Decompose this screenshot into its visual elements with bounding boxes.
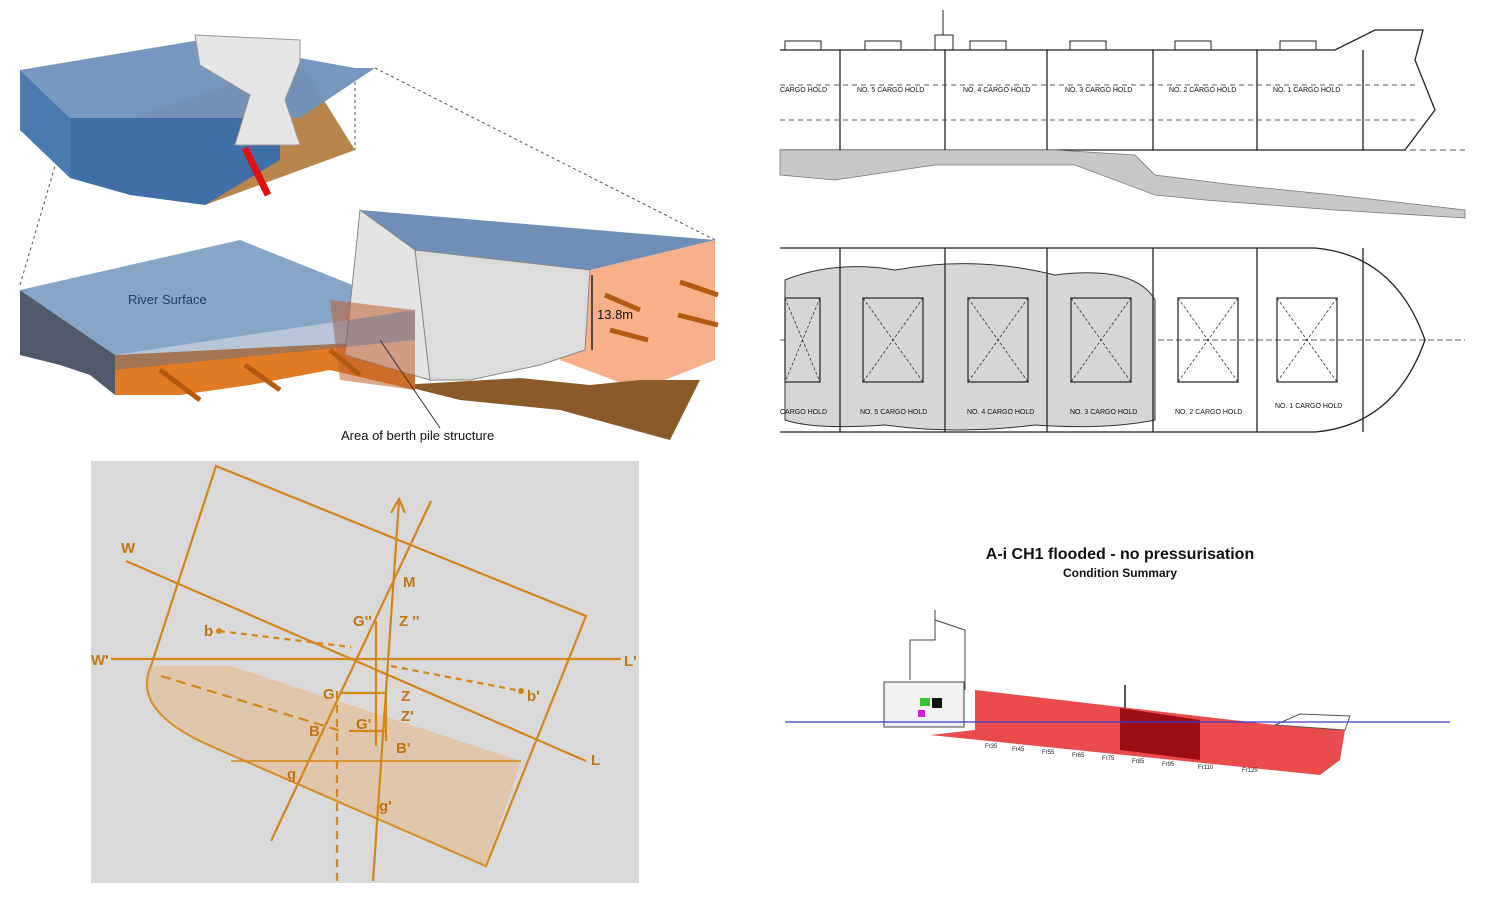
- label-W1: W': [91, 652, 109, 669]
- profile-hold-label: CARGO HOLD: [780, 87, 827, 94]
- label-g: g: [287, 766, 296, 783]
- bow-outline: [1274, 713, 1351, 731]
- plan-hold-label: NO. 5 CARGO HOLD: [860, 409, 927, 416]
- stability-diagram: W W' L L' M G'' Z '' G Z G' Z' B B' b b'…: [91, 464, 637, 883]
- frame-label: Fr75: [1102, 756, 1115, 762]
- black-tank: [932, 698, 942, 708]
- frame-label: Fr110: [1198, 765, 1214, 771]
- hatch-diagonal: [784, 297, 821, 383]
- label-b1: b': [527, 688, 540, 705]
- label-B1: B': [396, 740, 410, 757]
- hatch-diagonal: [1276, 297, 1338, 383]
- profile-hold-label: NO. 2 CARGO HOLD: [1169, 87, 1236, 94]
- hatch-diagonal: [1070, 297, 1132, 383]
- flood-title: A-i CH1 flooded - no pressurisation: [985, 546, 1255, 563]
- berth-diagram: River Surface 13.8m Area of berth pile s…: [19, 34, 719, 443]
- label-Z1: Z': [401, 708, 414, 725]
- plan-bulkheads: [839, 248, 1364, 432]
- berth-diagram-panel: River Surface 13.8m Area of berth pile s…: [0, 0, 740, 450]
- hull-shaded-region: [147, 666, 521, 866]
- hatch-cover: [862, 297, 924, 383]
- label-B: B: [309, 723, 320, 740]
- flooded-hold-ch1: [1120, 708, 1200, 760]
- label-G1: G': [356, 716, 371, 733]
- plan-hold-label: CARGO HOLD: [780, 409, 827, 416]
- frame-label: Fr125: [1242, 768, 1258, 774]
- superstructure: [883, 610, 966, 728]
- label-Z: Z: [401, 688, 410, 705]
- hatch-diagonal: [967, 297, 1029, 383]
- main-block: [20, 209, 719, 440]
- hatch-diagonal: [1177, 297, 1239, 383]
- hatch-cover: [784, 297, 821, 383]
- red-marker: [241, 146, 272, 197]
- profile-hold-label: NO. 4 CARGO HOLD: [963, 87, 1030, 94]
- projection-lines: [19, 67, 716, 286]
- label-b: b: [204, 623, 213, 640]
- river-surface-label: River Surface: [128, 292, 207, 307]
- profile-hold-label: NO. 5 CARGO HOLD: [857, 87, 924, 94]
- cargo-plan-panel: CARGO HOLD NO. 5 CARGO HOLD NO. 4 CARGO HO…: [775, 0, 1500, 460]
- berth-leader: [379, 339, 441, 429]
- hatch-cover: [1276, 297, 1338, 383]
- plan-hold-label: NO. 2 CARGO HOLD: [1175, 409, 1242, 416]
- label-M: M: [403, 574, 416, 591]
- profile-bulkheads: [839, 50, 1364, 150]
- cargo-plan: CARGO HOLD NO. 5 CARGO HOLD NO. 4 CARGO HO…: [779, 10, 1466, 433]
- green-tank: [920, 698, 930, 706]
- profile-seabed: [779, 149, 1466, 219]
- frame-label: Fr85: [1132, 759, 1145, 765]
- frame-label: Fr65: [1072, 753, 1085, 759]
- label-W: W: [121, 540, 136, 557]
- label-L: L: [591, 752, 600, 769]
- flow-arrows: [158, 279, 719, 402]
- profile-hold-label: NO. 3 CARGO HOLD: [1065, 87, 1132, 94]
- frame-label: Fr95: [1162, 762, 1175, 768]
- flood-subtitle: Condition Summary: [1062, 566, 1177, 580]
- label-G: G: [323, 686, 335, 703]
- top-block: [20, 34, 375, 205]
- plan-hold-label: NO. 4 CARGO HOLD: [967, 409, 1034, 416]
- stability-panel: W W' L L' M G'' Z '' G Z G' Z' B B' b b'…: [91, 461, 639, 883]
- frame-label: Fr35: [985, 744, 998, 750]
- plan-cargo-spill: [784, 263, 1156, 431]
- label-g1: g': [379, 798, 392, 815]
- hatch-cover: [1070, 297, 1132, 383]
- inclined-line: [270, 500, 432, 842]
- label-Z2: Z '': [399, 613, 419, 630]
- profile-hold-label: NO. 1 CARGO HOLD: [1273, 87, 1340, 94]
- profile-view: [780, 10, 1465, 151]
- profile-hold-labels: CARGO HOLD NO. 5 CARGO HOLD NO. 4 CARGO HO…: [780, 87, 1340, 94]
- frame-label: Fr45: [1012, 747, 1025, 753]
- berth-pile-label: Area of berth pile structure: [341, 428, 494, 443]
- plan-hold-label: NO. 3 CARGO HOLD: [1070, 409, 1137, 416]
- hatch-cover: [967, 297, 1029, 383]
- label-G2: G'': [353, 613, 372, 630]
- frame-label: Fr55: [1042, 750, 1055, 756]
- hatch-diagonal: [862, 297, 924, 383]
- plan-hold-labels: CARGO HOLD NO. 5 CARGO HOLD NO. 4 CARGO HO…: [780, 403, 1342, 416]
- depth-label: 13.8m: [597, 307, 633, 322]
- plan-hold-label: NO. 1 CARGO HOLD: [1275, 403, 1342, 410]
- label-L1: L': [624, 653, 637, 670]
- magenta-tank: [918, 710, 925, 717]
- heeled-hull: [146, 464, 588, 868]
- hatch-cover: [1177, 297, 1239, 383]
- flood-panel: A-i CH1 flooded - no pressurisation Cond…: [780, 540, 1480, 790]
- plan-hatch-covers: [784, 297, 1338, 383]
